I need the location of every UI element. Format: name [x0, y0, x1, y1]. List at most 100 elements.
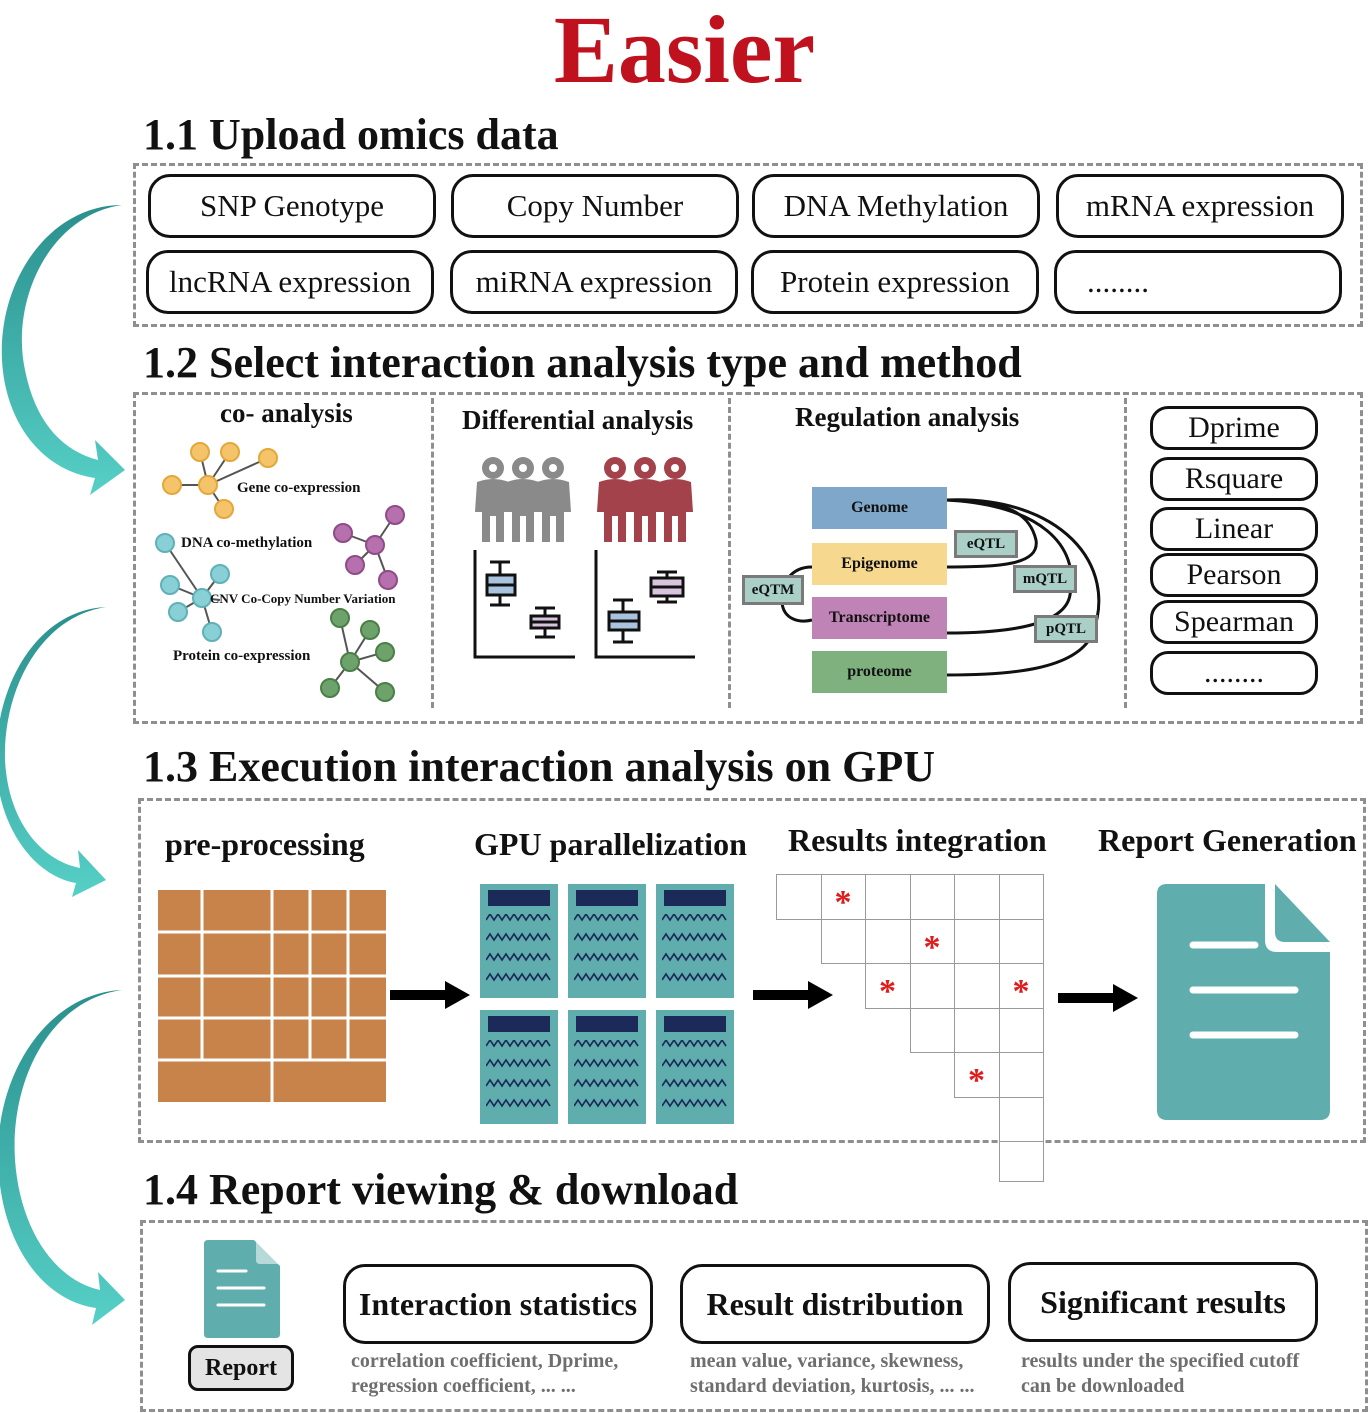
arrow-right-icon — [1058, 984, 1138, 1012]
arrow-right-icon — [390, 981, 470, 1009]
stage-results: Results integration — [788, 822, 1047, 858]
regulation-title: Regulation analysis — [795, 402, 1020, 432]
report-file-icon — [204, 1240, 280, 1338]
method-pearson[interactable]: Pearson — [1150, 553, 1318, 597]
method-dprime[interactable]: Dprime — [1150, 406, 1318, 450]
section-select-title: 1.2 Select interaction analysis type and… — [143, 338, 1022, 387]
report-panel — [140, 1220, 1368, 1412]
matrix-cell — [998, 918, 1044, 964]
protein-coexpression-label: Protein co-expression — [173, 648, 311, 664]
desc-line: mean value, variance, skewness, — [690, 1350, 964, 1372]
desc-line: regression coefficient, ... ... — [351, 1375, 576, 1397]
gene-network-icon — [162, 442, 278, 519]
stage-report: Report Generation — [1098, 822, 1357, 858]
divider — [431, 398, 434, 708]
omics-snp-genotype[interactable]: SNP Genotype — [148, 174, 436, 238]
co-analysis-title: co- analysis — [220, 398, 353, 428]
matrix-cell — [954, 1052, 1000, 1098]
stage-preprocessing: pre-processing — [165, 826, 365, 862]
omics-copy-number[interactable]: Copy Number — [451, 174, 739, 238]
arrow-1-icon — [1, 205, 126, 495]
methylation-network-icon — [333, 505, 405, 590]
omics-dna-methylation[interactable]: DNA Methylation — [752, 174, 1040, 238]
dna-comethylation-label: DNA co-methylation — [181, 535, 313, 551]
gpu-block-icon — [480, 884, 558, 998]
upload-panel — [133, 163, 1363, 327]
desc-line: results under the specified cutoff — [1021, 1350, 1300, 1372]
method-rsquare[interactable]: Rsquare — [1150, 457, 1318, 501]
data-matrix-icon — [158, 890, 386, 1102]
matrix-cell — [776, 874, 822, 920]
method-spearman[interactable]: Spearman — [1150, 600, 1318, 644]
stage-gpu: GPU parallelization — [474, 826, 747, 862]
layer-proteome: proteome — [812, 651, 947, 693]
arrow-right-icon — [753, 981, 833, 1009]
flow-arrows — [0, 205, 126, 1325]
matrix-cell — [954, 963, 1000, 1009]
section-upload-title: 1.1 Upload omics data — [143, 110, 559, 159]
report-button[interactable]: Report — [188, 1345, 294, 1391]
matrix-cell — [954, 1007, 1000, 1053]
result-distribution-card[interactable]: Result distribution — [680, 1264, 990, 1344]
significant-results-desc: results under the specified cutoff can b… — [1021, 1349, 1299, 1399]
arrow-3-icon — [0, 990, 125, 1325]
co-analysis-networks — [155, 442, 405, 702]
desc-line: can be downloaded — [1021, 1375, 1185, 1397]
matrix-cell — [998, 963, 1044, 1009]
select-panel — [133, 392, 1363, 724]
gpu-block-icon — [568, 884, 646, 998]
report-document-icon — [1157, 884, 1330, 1120]
significance-star-icon: * — [879, 973, 896, 1010]
tag-mqtl: mQTL — [1013, 565, 1077, 593]
execution-panel — [138, 798, 1366, 1143]
tag-eqtm: eQTM — [742, 575, 804, 605]
gpu-block-icon — [480, 1010, 558, 1124]
omics-lncrna-expression[interactable]: lncRNA expression — [146, 250, 434, 314]
tag-eqtl: eQTL — [954, 530, 1018, 558]
differential-illustration — [473, 457, 695, 659]
matrix-cell — [909, 918, 955, 964]
layer-genome: Genome — [812, 487, 947, 529]
omics-mrna-expression[interactable]: mRNA expression — [1056, 174, 1344, 238]
protein-network-icon — [320, 608, 395, 702]
matrix-cell — [998, 874, 1044, 920]
boxplot-a-icon — [473, 550, 575, 659]
matrix-cell — [998, 1141, 1044, 1182]
omics-mirna-expression[interactable]: miRNA expression — [450, 250, 738, 314]
tag-pqtl: pQTL — [1034, 615, 1098, 643]
gpu-block-icon — [656, 1010, 734, 1124]
section-execution-title: 1.3 Execution interaction analysis on GP… — [143, 742, 936, 791]
significance-star-icon: * — [968, 1062, 985, 1099]
significance-star-icon: * — [923, 928, 941, 966]
significant-results-card[interactable]: Significant results — [1008, 1262, 1318, 1342]
arrow-2-icon — [0, 607, 106, 897]
matrix-cell — [998, 1052, 1044, 1098]
method-linear[interactable]: Linear — [1150, 507, 1318, 551]
matrix-cell — [865, 918, 911, 964]
matrix-cell — [954, 918, 1000, 964]
matrix-cell — [909, 1007, 955, 1053]
layer-transcriptome: Transcriptome — [812, 597, 947, 639]
significance-star-icon: * — [1012, 973, 1030, 1010]
matrix-cell — [954, 874, 1000, 920]
gpu-block-icon — [656, 884, 734, 998]
cnv-label: CNV Co-Copy Number Variation — [210, 591, 396, 606]
cnv-network-icon — [155, 533, 230, 642]
matrix-cell — [909, 874, 955, 920]
desc-line: standard deviation, kurtosis, ... ... — [690, 1375, 975, 1397]
section-report-title: 1.4 Report viewing & download — [143, 1165, 739, 1214]
omics-protein-expression[interactable]: Protein expression — [751, 250, 1039, 314]
omics-more[interactable]: ........ — [1054, 250, 1342, 314]
result-distribution-desc: mean value, variance, skewness, standard… — [690, 1349, 975, 1399]
matrix-cell — [998, 1096, 1044, 1142]
method-more[interactable]: ........ — [1150, 651, 1318, 695]
interaction-statistics-card[interactable]: Interaction statistics — [343, 1264, 653, 1344]
divider — [728, 398, 731, 708]
gpu-block-icon — [568, 1010, 646, 1124]
gene-coexpression-label: Gene co-expression — [237, 480, 361, 496]
main-title: Easier — [553, 0, 816, 103]
divider — [1124, 398, 1127, 708]
boxplot-b-icon — [594, 550, 695, 659]
layer-epigenome: Epigenome — [812, 543, 947, 585]
matrix-cell — [998, 1007, 1044, 1053]
